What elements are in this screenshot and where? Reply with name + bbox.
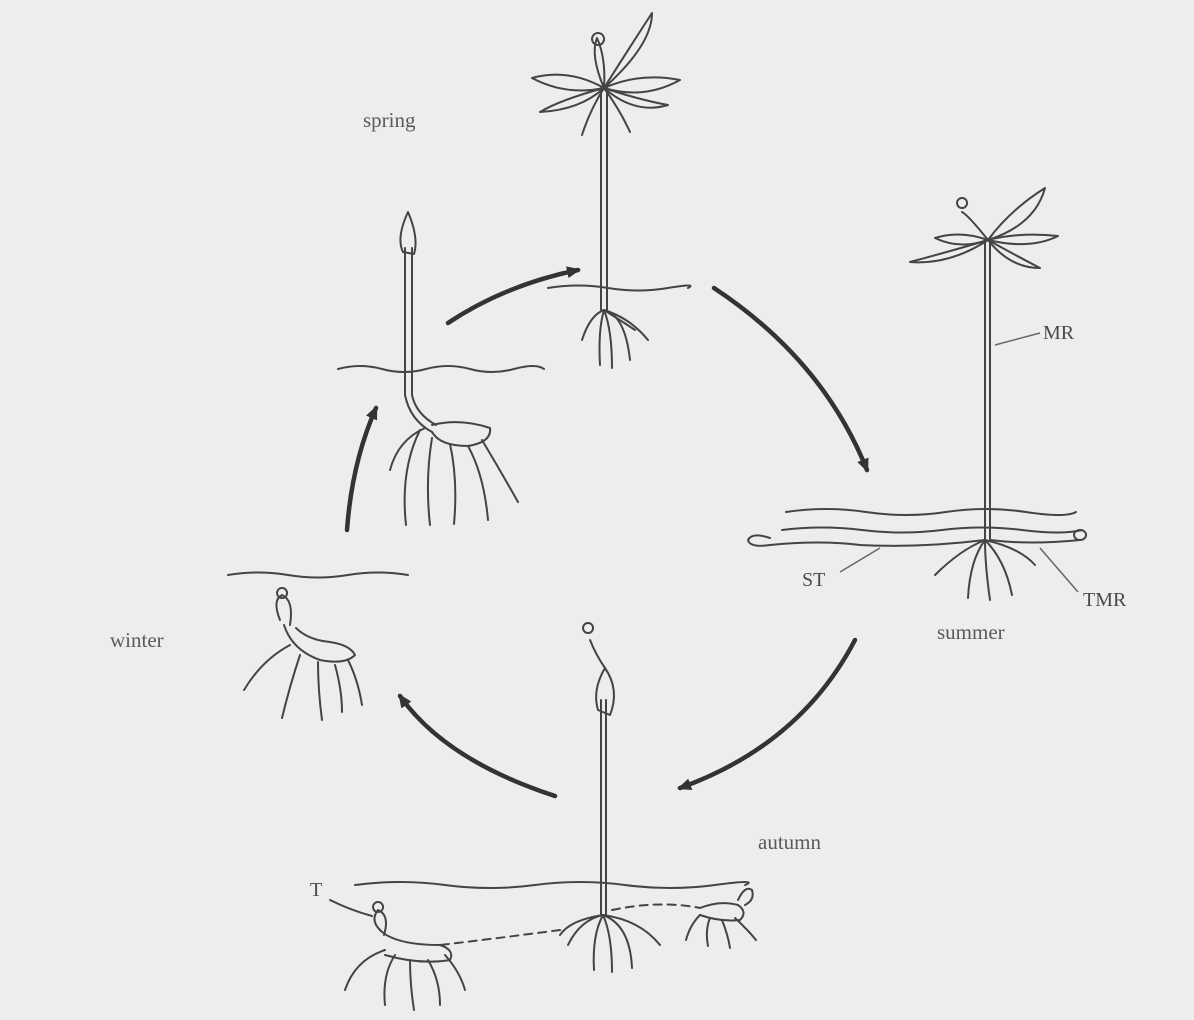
season-label-winter: winter [110,630,164,651]
arrow-summer-to-autumn [680,640,855,788]
early-spring-plant [338,212,544,525]
autumn-plant [330,623,756,1010]
summer-plant [748,188,1086,600]
arrow-spring-to-summer [714,288,867,470]
label-leaders [840,333,1078,592]
arrow-spring-to-full-spring [448,270,578,323]
label-st: ST [802,570,825,590]
leader-mr [995,333,1040,345]
arrow-autumn-to-winter [400,696,555,796]
label-t: T [310,880,322,900]
label-mr: MR [1043,323,1074,343]
season-label-autumn: autumn [758,832,821,853]
leader-st [840,548,880,572]
arrow-winter-to-spring [347,408,376,530]
label-tmr: TMR [1083,590,1126,610]
winter-plant [228,573,408,721]
season-label-summer: summer [937,622,1005,643]
season-label-spring: spring [363,110,416,131]
full-spring-plant [532,13,691,368]
leader-tmr [1040,548,1078,592]
